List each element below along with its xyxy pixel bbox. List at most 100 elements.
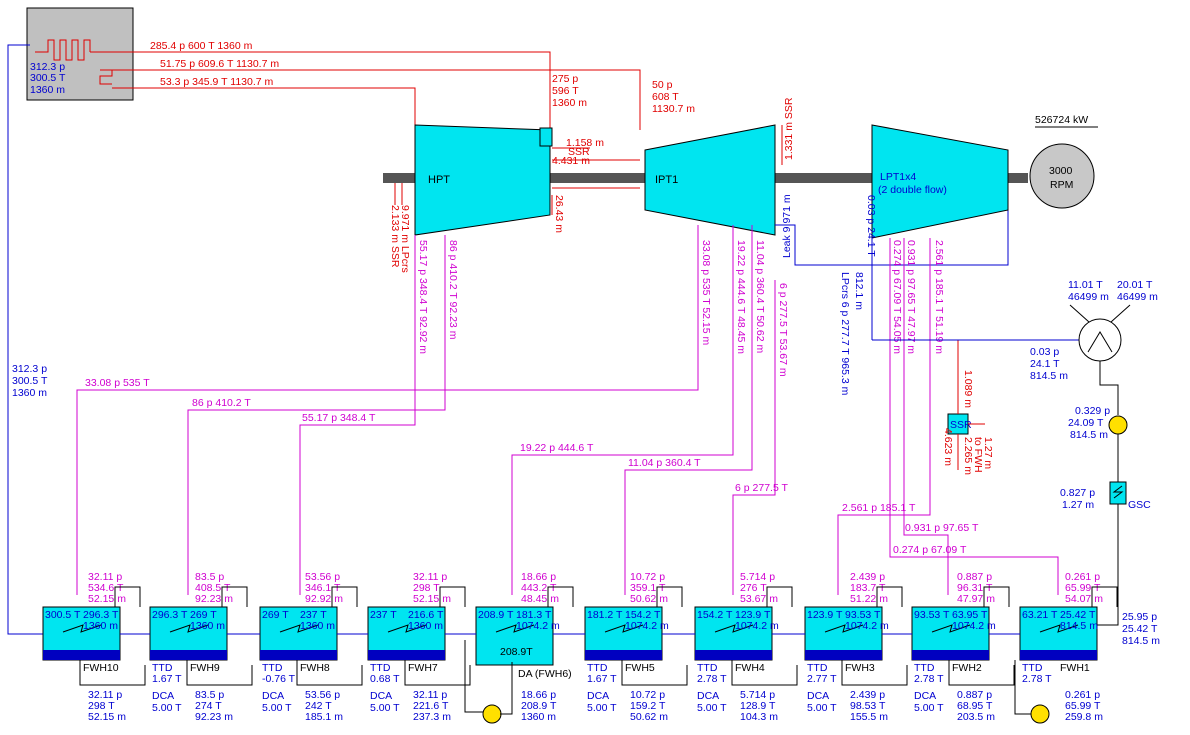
cold-reheat-line [112,87,416,125]
hpt-leak-a: 1.158 m [566,137,604,149]
cw-out-t: 20.01 T [1117,279,1153,291]
heater-extraction-state: 51.22 m [850,593,888,605]
generator [1029,143,1095,209]
heater-ttd-value: 1.67 T [587,673,617,685]
gsc-out-line [1097,504,1119,626]
extraction-line-19 [511,225,734,595]
heater-drain-state: 185.1 m [305,711,343,723]
heater-drain-state: 83.5 p [195,689,224,701]
heater-extraction-state: 298 T [413,582,440,594]
heater-shell [475,606,554,666]
lpt-label: LPT1x4 [880,171,916,183]
da-pump-line [464,640,485,713]
line-label-7: 2.561 p 185.1 T [842,502,916,514]
heater-t-in: 93.53 T [914,609,950,621]
heater-t-out: 269 T [190,609,217,621]
cw-in-line [1069,304,1090,323]
drain-line [731,660,798,686]
heater-dca-label: DCA [697,690,719,702]
gsc-coil [1112,485,1124,499]
heater-drain-state: 1360 m [521,711,556,723]
cw-out-line [1110,304,1131,323]
fw-left-t: 300.5 T [12,375,48,387]
hpt-tap-a: 55.17 p 348.4 T 92.92 m [417,240,429,354]
heater-name: DA (FWH6) [518,668,572,680]
line-label-4: 19.22 p 444.6 T [520,442,594,454]
extraction-line-0274 [889,238,1059,595]
heater-dca-label: DCA [914,690,936,702]
heater-drain-level [1020,650,1097,660]
heater-drain-level [368,650,445,660]
ipt-tap-d: 6 p 277.5 T 53.67 m [777,283,789,377]
heater-drain-level [805,650,882,660]
heater-flow: 1074.2 m [735,620,779,632]
heater-tube-icon [279,624,319,633]
heater-drain-state: 242 T [305,700,332,712]
heater-drain-state: 0.887 p [957,689,992,701]
heater-flow: 1074.2 m [952,620,996,632]
heater-drain-state: 32.11 p [88,689,122,701]
heater-dca-label: DCA [807,690,829,702]
heater-dca-value: 5.00 T [152,702,182,714]
heater-extraction-state: 50.62 m [630,593,668,605]
heater-ttd-value: 2.78 T [914,673,944,685]
heater-name: FWH4 [735,662,765,674]
heater-flow: 1360 m [190,620,225,632]
heater-dca-value: 5.00 T [807,702,837,714]
heater-t-out: 216.6 T [408,609,444,621]
vent-line [331,586,358,607]
reheat-in-label: 53.3 p 345.9 T 1130.7 m [160,76,274,88]
heater-flow: 1360 m [83,620,118,632]
heater-tube-icon [604,624,644,633]
heater-name: FWH1 [1060,662,1090,674]
hpt-leak-b: SSR [568,146,590,158]
lpt-sub: (2 double flow) [878,184,947,196]
extraction-line-2561 [837,238,931,595]
heater-flow: 814.5 m [1060,620,1098,632]
heater-drain-level [912,650,989,660]
heater-t-in: 269 T [262,609,289,621]
heater-t-out: 237 T [300,609,327,621]
gsc-p: 0.827 p [1060,487,1095,499]
heater-t-out: 63.95 T [952,609,988,621]
heater-extraction-state: 0.887 p [957,571,992,583]
hpt-leak-c: 4.431 m [552,155,590,167]
heater-drain-state: 10.72 p [630,689,665,701]
ipt-label: IPT1 [655,174,678,186]
heater-flow: 1074.2 m [625,620,669,632]
heater-extraction-state: 52.15 m [413,593,451,605]
heater-ttd-label: TTD [807,662,828,674]
heater-tube-icon [495,624,535,633]
extraction-line-11 [624,225,753,595]
drain-line [948,660,1015,686]
main-steam-label: 285.4 p 600 T 1360 m [150,40,253,52]
ipt-tap-a: 33.08 p 535 T 52.15 m [700,240,712,346]
ip-turbine [644,124,776,236]
heater-tube-icon [1039,624,1079,633]
heater-extraction-state: 52.15 m [88,593,126,605]
vent-line [439,586,466,607]
hpt-tap-b: 86 p 410.2 T 92.23 m [447,240,459,340]
lpt-extr-b: 812.1 m [853,272,865,310]
ssr-c: 1.27 m [982,437,994,469]
heater-ttd-value: 2.77 T [807,673,837,685]
cw-out-m: 46499 m [1117,291,1158,303]
heater-extraction-state: 92.23 m [195,593,233,605]
heater-drain-state: 98.53 T [850,700,886,712]
condensate-line [1099,361,1119,415]
cw-in-m: 46499 m [1068,291,1109,303]
line-label-8: 0.931 p 97.65 T [905,522,979,534]
generator-speed: 3000 [1049,165,1073,177]
heater-drain-state: 221.6 T [413,700,449,712]
heater-name: FWH10 [83,662,119,674]
vent-line [547,586,574,607]
ipt-top-leak: 1.331 m SSR [783,97,795,160]
heater-drain-state: 128.9 T [740,700,776,712]
hpt-nozzle [539,127,553,147]
heater-dca-label: DCA [587,690,609,702]
feedwater-return-line [7,44,43,635]
heater-extraction-state: 5.714 p [740,571,775,583]
pump-m: 814.5 m [1070,429,1108,441]
